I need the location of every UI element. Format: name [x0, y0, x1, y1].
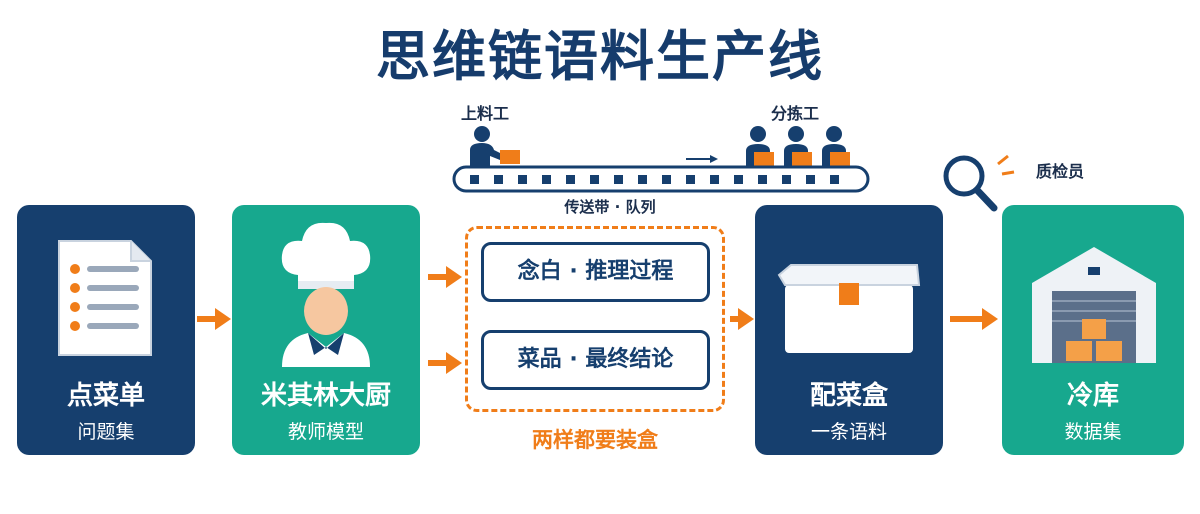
reasoning-item: 念白 · 推理过程: [481, 242, 710, 302]
card-subtitle: 一条语料: [810, 421, 887, 443]
card-title: 米其林大厨: [260, 381, 391, 411]
loader-label: 上料工: [460, 104, 509, 123]
page-title: 思维链语料生产线: [376, 25, 824, 88]
box-icon: [777, 264, 921, 353]
magnifier-icon: [943, 154, 1015, 212]
card-subtitle: 数据集: [1064, 421, 1122, 443]
card-title: 配菜盒: [809, 381, 888, 411]
arrow-icon: [428, 352, 462, 374]
card-corpus-box: 配菜盒 一条语料: [755, 205, 943, 455]
loader-worker-icon: [470, 126, 520, 166]
arrow-icon: [950, 308, 998, 330]
card-dataset: 冷库 数据集: [1002, 205, 1184, 455]
conveyor-belt-graphic: [452, 126, 870, 193]
inspector-label: 质检员: [1035, 162, 1084, 181]
arrow-icon: [428, 266, 462, 288]
conclusion-item: 菜品 · 最终结论: [481, 330, 710, 390]
card-subtitle: 教师模型: [287, 421, 364, 443]
group-caption: 两样都要装盒: [532, 428, 658, 452]
chef-icon: [281, 222, 371, 367]
belt-label: 传送带 · 队列: [564, 198, 656, 216]
warehouse-icon: [1032, 247, 1156, 363]
document-icon: [58, 240, 152, 356]
arrow-icon: [730, 308, 754, 330]
card-teacher-model: 米其林大厨 教师模型: [232, 205, 420, 455]
card-question-set: 点菜单 问题集: [17, 205, 195, 455]
card-title: 点菜单: [66, 381, 145, 411]
card-subtitle: 问题集: [77, 421, 135, 443]
arrow-icon: [197, 308, 231, 330]
card-title: 冷库: [1066, 381, 1119, 411]
sorter-workers-icon: [746, 126, 850, 166]
belt-direction-arrow-icon: [686, 155, 718, 163]
sorter-label: 分拣工: [770, 104, 819, 123]
output-group: [465, 226, 725, 412]
